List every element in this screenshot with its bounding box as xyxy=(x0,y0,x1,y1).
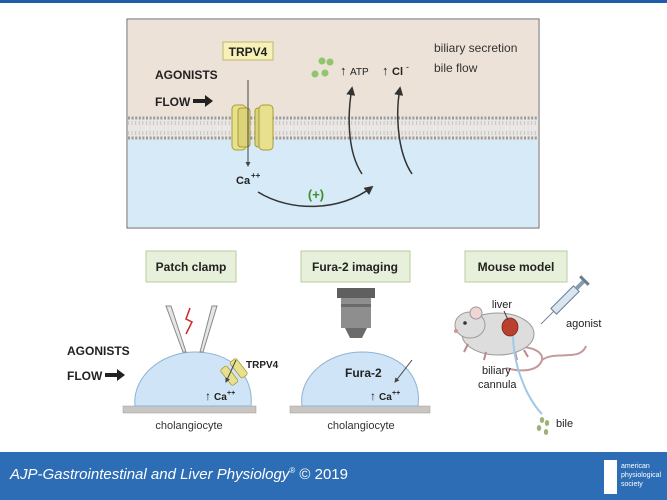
atp-up-arrow: ↑ xyxy=(340,63,347,78)
logo-line-2: physiological xyxy=(621,472,662,479)
bottom-trpv4-label: TRPV4 xyxy=(246,360,279,371)
journal-name: AJP-Gastrointestinal and Liver Physiolog… xyxy=(10,466,290,483)
microscope-objective-icon xyxy=(337,288,375,338)
chloride-up-arrow: ↑ xyxy=(382,63,389,78)
patch-cholangiocyte-cell xyxy=(134,351,252,407)
bile-label: bile xyxy=(556,418,573,430)
trpv4-channel xyxy=(231,104,274,151)
patch-clamp-label: Patch clamp xyxy=(156,260,227,274)
fura2-imaging-box xyxy=(300,250,411,283)
patch-calcium-charge: ++ xyxy=(227,390,235,397)
method-labels: Patch clamp Fura-2 imaging Mouse model xyxy=(145,250,568,283)
patch-calcium-label: Ca xyxy=(214,392,227,403)
fura2-calcium-label: Ca xyxy=(379,392,392,403)
liver-icon xyxy=(501,317,519,337)
chloride-label: Cl xyxy=(392,66,403,78)
biliary-cannula-tube xyxy=(512,335,543,415)
cell-membrane xyxy=(128,116,538,140)
cannula-label: cannula xyxy=(478,379,517,391)
bottom-flow-label: FLOW xyxy=(67,369,103,383)
journal-footer: AJP-Gastrointestinal and Liver Physiolog… xyxy=(0,452,667,500)
biliary-secretion-label: biliary secretion xyxy=(434,41,517,55)
electrical-signal-icon xyxy=(185,307,194,335)
chloride-charge: - xyxy=(406,62,409,72)
fura2-imaging-label: Fura-2 imaging xyxy=(312,260,398,274)
fura2-illustration: Fura-2 ↑ Ca ++ cholangiocyte xyxy=(289,288,431,432)
registered-mark: ® xyxy=(289,466,296,475)
fura2-slide xyxy=(289,405,431,414)
chloride-release-arrow xyxy=(394,86,413,175)
liver-pointer xyxy=(503,310,509,321)
fura2-calcium-arrow xyxy=(394,359,413,383)
mouse-model-illustration: liver agonist biliary cannula bile xyxy=(454,275,601,435)
aps-logo-mark-icon xyxy=(604,460,617,494)
liver-label: liver xyxy=(492,299,513,311)
fura2-calcium-charge: ++ xyxy=(392,390,400,397)
bile-flow-label: bile flow xyxy=(434,61,478,75)
mouse-model-box xyxy=(464,250,568,283)
mouse-model-label: Mouse model xyxy=(478,260,555,274)
patch-slide xyxy=(122,405,257,414)
patch-clamp-box xyxy=(145,250,237,283)
atp-label: ATP xyxy=(350,67,369,78)
atp-release-arrow xyxy=(346,86,363,175)
agonists-label: AGONISTS xyxy=(155,68,218,82)
fura2-label: Fura-2 xyxy=(345,366,382,380)
fura2-cholangiocyte-cell xyxy=(301,351,419,407)
mechanism-panel: TRPV4 AGONISTS FLOW ↑ ATP ↑ Cl - biliary… xyxy=(126,18,540,229)
syringe-icon xyxy=(540,275,590,325)
bile-drops-icon xyxy=(536,417,550,435)
biliary-label: biliary xyxy=(482,365,511,377)
trpv4-label: TRPV4 xyxy=(229,45,268,59)
bottom-flow-arrow-icon xyxy=(105,369,125,381)
trpv4-diagram: TRPV4 AGONISTS FLOW ↑ ATP ↑ Cl - biliary… xyxy=(67,18,601,435)
calcium-label: Ca xyxy=(236,175,251,187)
patch-calcium-arrow xyxy=(225,359,237,383)
right-micropipette xyxy=(199,305,218,353)
copyright-text: © 2019 xyxy=(295,466,348,483)
agonist-label: agonist xyxy=(566,318,601,330)
fura2-cholangiocyte-label: cholangiocyte xyxy=(327,420,394,432)
aps-logo: american physiological society xyxy=(604,460,662,494)
journal-citation: AJP-Gastrointestinal and Liver Physiolog… xyxy=(10,466,348,483)
patch-clamp-illustration: AGONISTS FLOW TRPV4 ↑ Ca ++ cholangiocyt… xyxy=(67,305,279,432)
stimulation-plus-label: (+) xyxy=(308,187,324,202)
mouse-icon xyxy=(454,306,587,372)
flow-arrow-icon xyxy=(193,95,213,107)
logo-line-1: american xyxy=(621,463,650,470)
patch-cholangiocyte-label: cholangiocyte xyxy=(155,420,222,432)
flow-label: FLOW xyxy=(155,95,191,109)
logo-line-3: society xyxy=(621,481,643,488)
left-micropipette xyxy=(165,305,187,353)
top-border-line xyxy=(0,0,667,3)
bottom-agonists-label: AGONISTS xyxy=(67,344,130,358)
calcium-stimulation-arrow xyxy=(257,185,374,208)
fura2-calcium-up-arrow: ↑ xyxy=(370,389,376,403)
atp-molecules-icon xyxy=(311,57,334,78)
patch-calcium-up-arrow: ↑ xyxy=(205,389,211,403)
extracellular-region xyxy=(128,20,538,120)
trpv4-label-box xyxy=(222,41,274,61)
calcium-charge: ++ xyxy=(251,171,261,180)
